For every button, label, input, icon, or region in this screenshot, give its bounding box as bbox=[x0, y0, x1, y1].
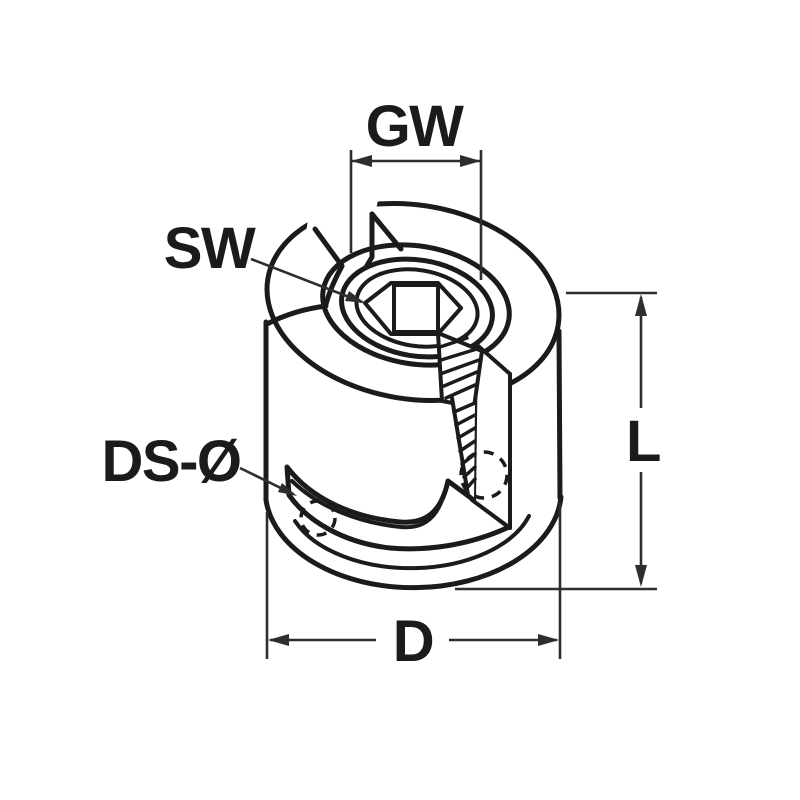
dimension-ds: DS-Ø bbox=[102, 429, 297, 496]
hex-socket bbox=[363, 281, 463, 336]
dimension-d: D bbox=[265, 503, 562, 674]
l-arrow-down bbox=[635, 565, 647, 587]
l-arrow-up bbox=[635, 294, 647, 316]
label-d: D bbox=[393, 609, 433, 674]
dimension-gw: GW bbox=[349, 94, 483, 280]
sw-arrowhead bbox=[345, 291, 365, 303]
label-gw: GW bbox=[366, 94, 465, 159]
label-l: L bbox=[626, 409, 660, 474]
gw-arrow-left bbox=[351, 155, 372, 167]
clamp-part bbox=[263, 196, 564, 591]
thread-hatching-shank bbox=[452, 401, 477, 491]
d-arrow-left bbox=[268, 634, 289, 646]
wire-cross-section-right-dashed-circle bbox=[459, 450, 509, 500]
top-slot-gap bbox=[306, 196, 378, 234]
d-arrow-right bbox=[538, 634, 559, 646]
label-sw: SW bbox=[164, 216, 256, 281]
screw-shank bbox=[450, 396, 477, 502]
cylinder-right-wall bbox=[556, 328, 563, 501]
gw-arrow-right bbox=[460, 155, 481, 167]
wire-cross-section-left-dashed-circle bbox=[299, 499, 337, 537]
dimension-l: L bbox=[455, 291, 662, 591]
thread-hatching-upper bbox=[438, 336, 482, 400]
cylinder-bottom-edge bbox=[263, 494, 564, 591]
dimension-sw: SW bbox=[164, 216, 365, 304]
ds-arrowhead bbox=[278, 483, 297, 496]
bottom-chamfer-edge bbox=[293, 514, 531, 571]
label-ds: DS-Ø bbox=[102, 429, 241, 494]
hex-socket-floor bbox=[392, 283, 440, 334]
